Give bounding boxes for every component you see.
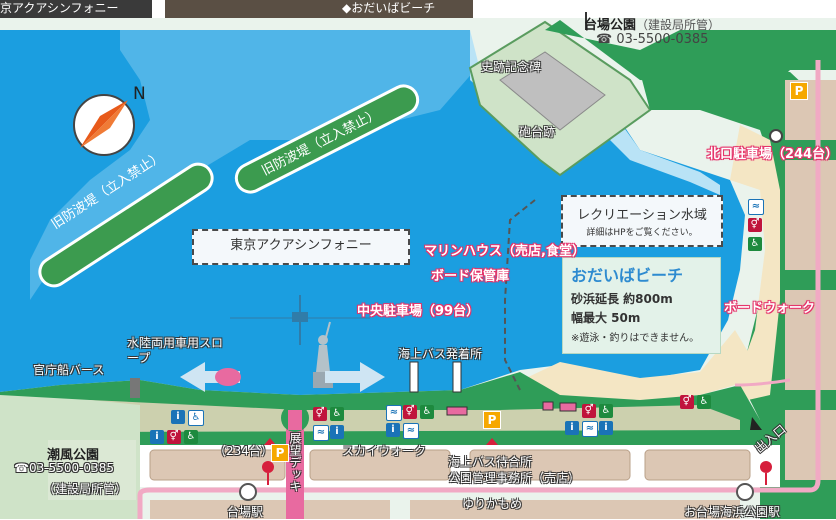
shower-icon: ≈: [313, 425, 329, 441]
phone-icon: ☎: [14, 461, 29, 475]
parking-icon-west[interactable]: P: [271, 444, 289, 462]
parking-234-label: （234台）: [214, 444, 273, 458]
odaiba-beach-sand[interactable]: [490, 330, 750, 405]
shiokaze-park-manager: （建設局所管）: [43, 482, 128, 496]
shiokaze-park-name: 潮風公園: [47, 448, 100, 463]
beach-title: おだいばビーチ: [571, 266, 684, 285]
info-icon: i: [599, 421, 613, 435]
sky-walk-label: スカイウォーク: [342, 444, 427, 458]
accessible-icon: ♿: [188, 410, 204, 426]
accessible-icon: ♿: [748, 237, 762, 251]
shower-icon: ≈: [403, 423, 419, 439]
top-center-caption: ◆おだいばビーチ: [342, 1, 436, 15]
restroom-icon: ⚥: [167, 430, 181, 444]
beach-info-card: おだいばビーチ 砂浜延長 約800m 幅最大 50m ※遊泳・釣りはできません。: [562, 257, 721, 354]
shiokaze-park-phone[interactable]: ☎03-5500-0385: [14, 461, 114, 475]
daiba-park-phone-number: 03-5500-0385: [616, 32, 709, 47]
yurikamome-label: ゆりかもめ: [462, 497, 523, 511]
seaside-station-label: お台場海浜公園駅: [684, 505, 781, 519]
restroom-icon: ⚥: [313, 407, 327, 421]
aqua-symphony-label: 東京アクアシンフォニー: [230, 238, 372, 253]
shower-icon: ≈: [748, 199, 764, 215]
info-icon: i: [150, 430, 164, 444]
info-icon: i: [386, 423, 400, 437]
boat-storage-label: ボード保管庫: [431, 269, 510, 284]
parking-icon-north[interactable]: P: [790, 82, 808, 100]
station-marker-daiba[interactable]: [239, 483, 257, 501]
accessible-icon: ♿: [697, 395, 711, 409]
daiba-park-title: 台場公園: [584, 18, 637, 33]
recreation-note: 詳細はHPをご覧ください。: [586, 228, 698, 238]
breakwater-left: [38, 162, 214, 288]
beach-note: ※遊泳・釣りはできません。: [571, 333, 700, 344]
restroom-icon: ⚥: [403, 405, 417, 419]
yurikamome-line: [137, 60, 821, 519]
top-photo-left[interactable]: [0, 0, 152, 18]
recreation-box[interactable]: レクリエーション水域 詳細はHPをご覧ください。: [561, 195, 723, 247]
daiba-park-manager: （建設局所管）: [636, 18, 721, 32]
daiba-park-name: 台場公園（建設局所管）: [584, 14, 720, 33]
daiba-park-phone[interactable]: ☎ 03-5500-0385: [596, 32, 708, 47]
ship-icon: [230, 295, 370, 345]
recreation-title: レクリエーション水域: [577, 208, 707, 223]
marine-house-label: マリンハウス（売店,食堂）: [424, 244, 585, 259]
shower-icon: ≈: [386, 405, 402, 421]
north-label: N: [133, 84, 146, 104]
shallow-water-north: [30, 30, 475, 300]
station-marker-seaside[interactable]: [736, 483, 754, 501]
monument-label: 史跡記念碑: [481, 60, 542, 74]
info-icon: i: [565, 421, 579, 435]
observation-deck-label: 展望デッキ: [288, 432, 302, 492]
daiba-station-label: 台場駅: [227, 505, 264, 519]
restroom-icon: ⚥: [680, 395, 694, 409]
top-photo-center[interactable]: [165, 0, 473, 18]
government-berth-label: 官庁船バース: [33, 363, 105, 377]
phone-icon: ☎: [596, 32, 613, 47]
north-parking-label: 北口駐車場（244台）: [707, 147, 836, 162]
parking-icon-central[interactable]: P: [483, 411, 501, 429]
water-bus-wait-label: 海上バス待合所: [448, 455, 533, 469]
observation-deck-walk[interactable]: [286, 410, 304, 519]
amphibious-slope-label: 水陸両用車用スロープ: [127, 336, 224, 365]
breakwater-right: [234, 84, 420, 194]
info-icon: i: [330, 425, 344, 439]
beach-length: 砂浜延長 約800m: [571, 292, 673, 306]
boardwalk-label: ボードウォーク: [724, 301, 816, 316]
central-parking-label: 中央駐車場（99台）: [357, 304, 480, 319]
accessible-icon: ♿: [599, 404, 613, 418]
restroom-icon: ⚥: [748, 218, 762, 232]
info-icon: i: [171, 410, 185, 424]
compass: [73, 94, 135, 156]
water-bus-pier-label: 海上バス発着所: [398, 347, 483, 361]
battery-site-label: 砲台跡: [519, 125, 556, 139]
top-left-caption: 京アクアシンフォニー: [0, 1, 119, 15]
dolphin-icon: [215, 368, 241, 386]
accessible-icon: ♿: [184, 430, 198, 444]
beach-width: 幅最大 50m: [571, 311, 641, 325]
amphibious-route-arrows: [180, 362, 385, 392]
shiokaze-park-phone-number: 03-5500-0385: [28, 461, 114, 475]
aqua-symphony-box[interactable]: 東京アクアシンフォニー: [192, 229, 410, 265]
park-office-label: 公園管理事務所（売店）: [448, 471, 581, 485]
location-pin: [262, 461, 772, 485]
shower-icon: ≈: [582, 421, 598, 437]
restroom-icon: ⚥: [582, 404, 596, 418]
accessible-icon: ♿: [330, 407, 344, 421]
accessible-icon: ♿: [420, 405, 434, 419]
